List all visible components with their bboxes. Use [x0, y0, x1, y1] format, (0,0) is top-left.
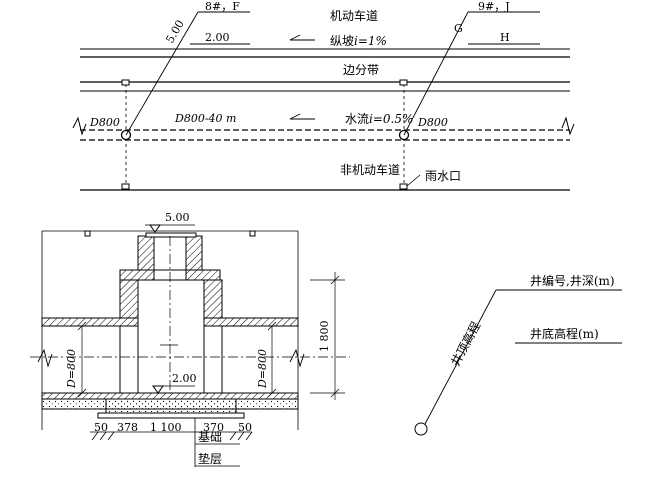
left-well-bottom-elev: 2.00 [205, 31, 230, 44]
plan-view: 机动车道 纵坡i=1% 边分带 水流i=0.5% D800-40 m 非机动车道… [72, 0, 575, 191]
flow-arrow-head [289, 113, 301, 120]
pipe-bottom-wall [41, 392, 299, 400]
legend-well-label: 井编号,井深(m) [530, 273, 615, 288]
right-well-id: 9#，J [478, 0, 510, 13]
motor-lane-label: 机动车道 [330, 8, 378, 23]
break-mark-right [289, 348, 305, 368]
foundation-block [105, 398, 237, 414]
dim-50-right: 50 [238, 421, 252, 434]
inlet-label: 雨水口 [425, 169, 461, 183]
bottom-elev-triangle [152, 385, 164, 394]
left-well-leader [125, 11, 199, 136]
section-bottom-elev: 2.00 [172, 372, 197, 385]
cushion-label: 垫层 [198, 451, 222, 466]
right-well-leader [403, 11, 469, 136]
legend-manhole [414, 422, 428, 436]
divider-strip-label: 边分带 [343, 63, 379, 77]
legend: 井编号,井深(m) 井底高程(m) 井顶高程 [414, 273, 622, 436]
legend-leader [424, 289, 497, 425]
dim-tick [267, 321, 277, 331]
legend-bottom-label: 井底高程(m) [530, 326, 599, 341]
shaft-right-wall [185, 235, 203, 271]
inlet-square [249, 230, 256, 237]
slope-label: 纵坡i=1% [330, 34, 387, 48]
dim-tick [77, 321, 87, 331]
ground-hatch-marks [91, 431, 253, 441]
right-well-bottom-elev: H [500, 31, 510, 44]
inlet-square [121, 79, 130, 86]
dim-tick [330, 388, 340, 398]
break-mark-left [37, 348, 53, 368]
dim-tick [267, 388, 277, 398]
inlet-leader [406, 174, 421, 187]
section-top-elev: 5.00 [165, 211, 190, 224]
right-pipe-diameter: D=800 [256, 349, 269, 389]
inlet-square [84, 230, 91, 237]
right-well-diameter: D800 [417, 116, 448, 129]
dim-370: 370 [203, 421, 224, 434]
break-mark-right [561, 116, 575, 136]
right-pipe-top-wall [203, 317, 299, 327]
chamber-left-wall [119, 279, 139, 319]
dim-378: 378 [117, 421, 138, 434]
left-pipe-diameter: D=800 [65, 349, 78, 389]
manhole-cover [145, 232, 197, 238]
break-mark-left [72, 116, 87, 136]
slope-arrow-head [289, 34, 301, 41]
flow-label: 水流i=0.5% [345, 112, 413, 126]
cushion-layer [97, 412, 245, 419]
left-pipe-top-wall [41, 317, 139, 327]
left-well-id: 8#，F [205, 0, 240, 13]
dim-tick [77, 388, 87, 398]
right-well-depth: G [454, 22, 463, 35]
foundation-label: 基础 [198, 430, 222, 444]
dim-50-left: 50 [94, 421, 108, 434]
nonmotor-lane-label: 非机动车道 [340, 162, 400, 177]
dim-1100: 1 100 [150, 421, 182, 434]
left-well-diameter: D800 [89, 116, 120, 129]
legend-top-elev-label: 井顶高程 [447, 319, 483, 368]
inlet-square [399, 183, 408, 190]
top-elev-triangle [149, 224, 161, 233]
left-well-depth: 5.00 [163, 18, 187, 46]
dim-tick [330, 275, 340, 285]
height-dimension: 1 800 [318, 321, 331, 353]
section-view: 5.00 2.00 D=800 D=800 1 800 50 378 1 100… [30, 211, 350, 467]
chamber-right-wall [203, 279, 223, 319]
shaft-left-wall [137, 235, 155, 271]
inlet-square [121, 183, 130, 190]
inlet-square [399, 79, 408, 86]
pipe-label: D800-40 m [174, 112, 236, 125]
